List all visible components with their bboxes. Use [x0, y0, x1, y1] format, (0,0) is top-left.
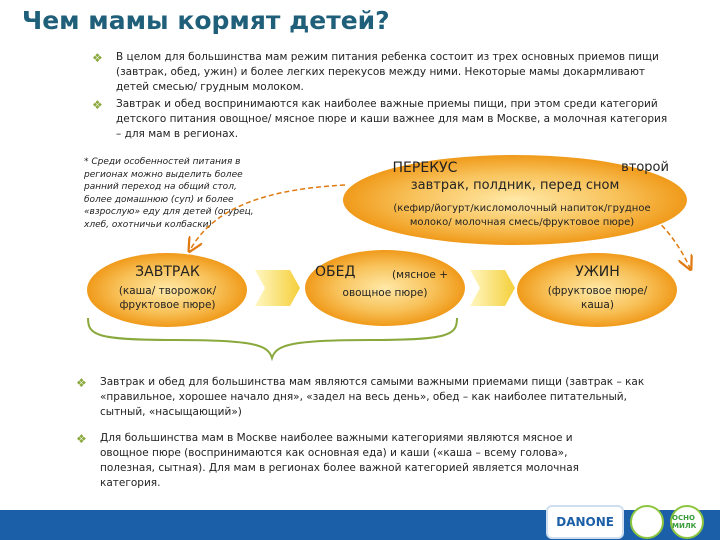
- top-bullet-1: ❖ В целом для большинства мам режим пита…: [92, 51, 659, 93]
- snack-title: ПЕРЕКУС: [392, 160, 458, 176]
- breakfast-ellipse: [87, 253, 247, 327]
- breakfast-title: ЗАВТРАК: [135, 264, 200, 280]
- dinner-title: УЖИН: [575, 264, 620, 280]
- dinner-detail: (фруктовое пюре/ каша): [547, 285, 648, 311]
- snack-ellipse: [343, 155, 687, 245]
- breakfast-lunch-arrow: [255, 270, 300, 306]
- breakfast-detail: (каша/ творожок/ фруктовое пюре): [118, 285, 217, 311]
- grouping-brace: [87, 317, 458, 362]
- lunch-title: ОБЕД: [315, 264, 356, 280]
- danone-logo: DANONE: [546, 505, 624, 539]
- snack-subtitle: завтрак, полдник, перед сном: [410, 178, 620, 193]
- lunch-ellipse: [305, 250, 465, 326]
- bullet-icon: ❖: [92, 98, 103, 112]
- lunch-dinner-arrow: [470, 270, 515, 306]
- brand-logo-icon: [630, 505, 664, 539]
- snack-detail: (кефир/йогурт/кисломолочный напиток/груд…: [393, 203, 651, 228]
- page-title: Чем мамы кормят детей?: [22, 6, 390, 35]
- top-bullet-2: ❖ Завтрак и обед воспринимаются как наиб…: [92, 98, 668, 140]
- footer-logos: DANONE ОСНО МИЛК: [546, 505, 704, 539]
- regional-note: * Среди особенностей питания в регионах …: [84, 157, 254, 230]
- snack-left-arrow: [190, 184, 346, 250]
- bullet-icon: ❖: [92, 51, 103, 65]
- dinner-ellipse: [517, 253, 677, 327]
- bottom-bullet-1: ❖ Завтрак и обед для большинства мам явл…: [76, 376, 645, 418]
- lunch-detail: (мясное + овощное пюре): [342, 269, 448, 299]
- bullet-icon: ❖: [76, 376, 87, 390]
- bullet-icon: ❖: [76, 432, 87, 446]
- milk-logo: ОСНО МИЛК: [670, 505, 704, 539]
- bottom-bullet-2: ❖ Для большинства мам в Москве наиболее …: [76, 432, 579, 489]
- snack-title-2: второй: [621, 160, 669, 175]
